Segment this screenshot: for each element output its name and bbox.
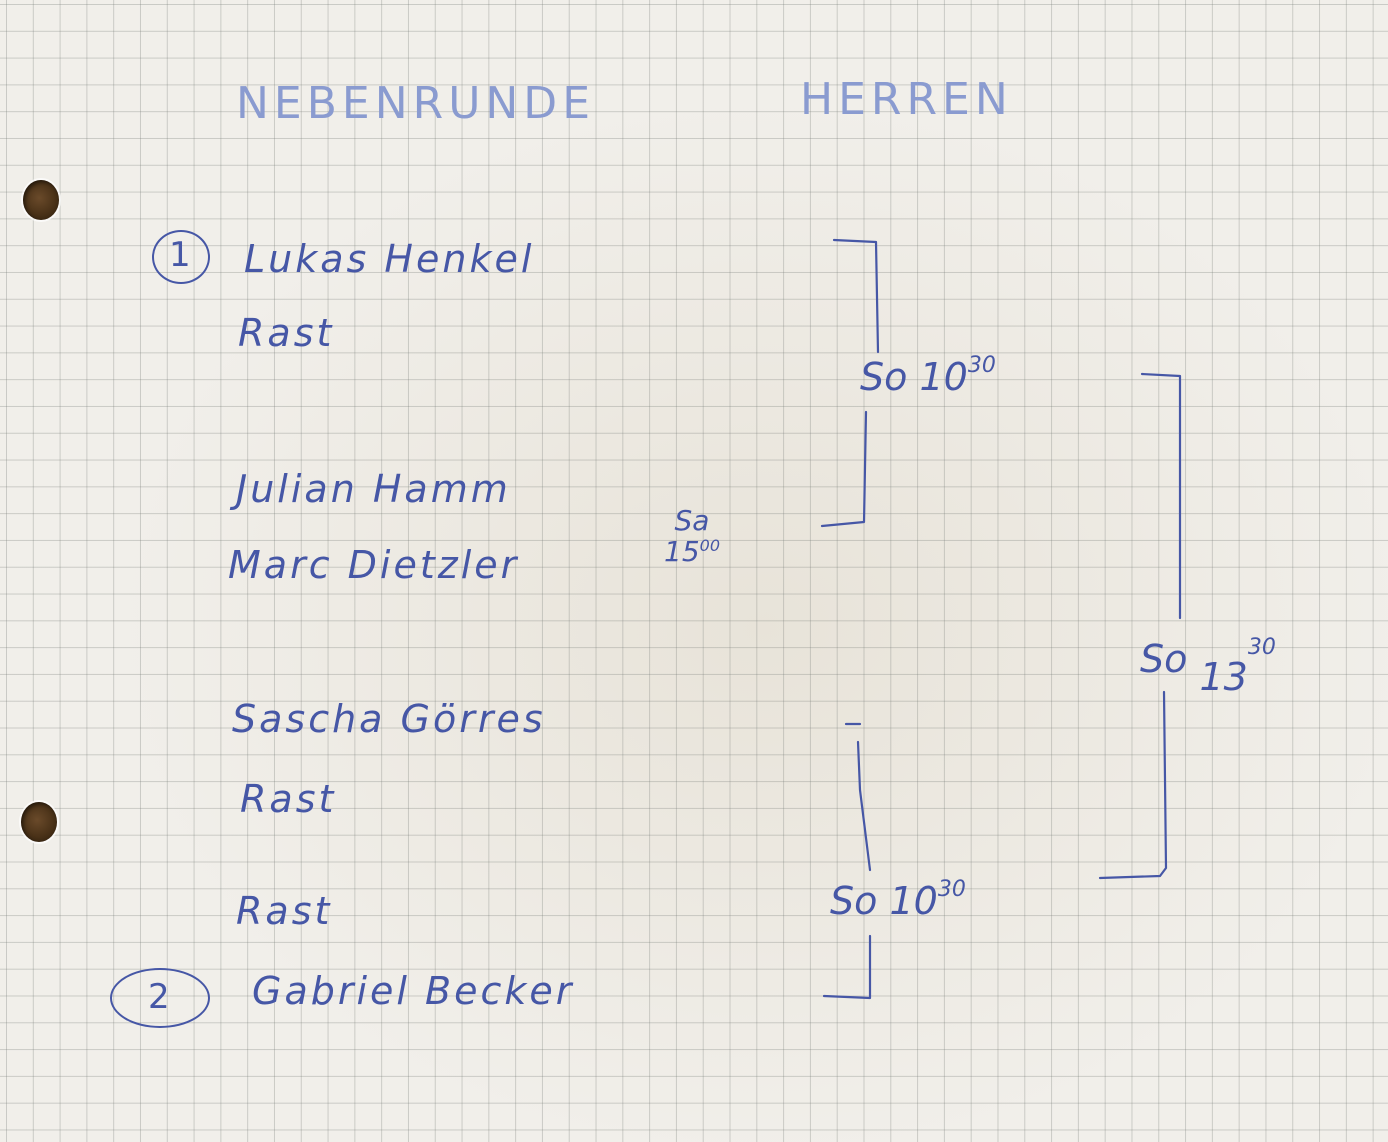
title-right: HERREN (800, 74, 1013, 125)
entry-marc-dietzler: Marc Dietzler (228, 543, 520, 587)
entry-julian-hamm: Julian Hamm (236, 467, 511, 511)
entry-rast-1: Rast (238, 311, 335, 355)
time-so-final-minute: 30 (1247, 635, 1276, 660)
time-so-final-day: So (1140, 637, 1188, 681)
time-sa-day: Sa (674, 504, 710, 537)
seed-number-2: 2 (148, 977, 170, 1017)
time-so-1030-top: So 1030 (860, 355, 996, 399)
time-so-bottom-minute: 30 (937, 877, 966, 902)
bracket-a-lower (820, 410, 868, 528)
seed-number-1: 1 (169, 235, 191, 275)
bracket-a-upper (832, 238, 880, 354)
seed-circle-1 (152, 230, 210, 284)
title-left: NEBENRUNDE (236, 78, 595, 129)
time-sa-minute: 00 (699, 535, 720, 555)
time-so-top-hour: 10 (919, 355, 968, 399)
time-so-top-minute: 30 (967, 353, 996, 378)
entry-lukas-henkel: Lukas Henkel (244, 237, 535, 281)
punch-hole-top (23, 180, 59, 220)
time-sa-hour: 15 (664, 534, 700, 568)
entry-gabriel-becker: Gabriel Becker (252, 969, 575, 1013)
time-so-1330-final: So 1330 (1140, 637, 1276, 697)
seed-circle-2 (110, 968, 210, 1028)
entry-rast-3: Rast (236, 889, 333, 933)
entry-rast-2: Rast (240, 777, 337, 821)
bracket-final-lower (1098, 690, 1168, 880)
time-sa-clock: 1500 (664, 534, 720, 568)
time-so-bottom-hour: 10 (889, 879, 938, 923)
bracket-b-mid (856, 740, 872, 872)
punch-hole-bottom (21, 802, 57, 842)
time-so-final-hour: 13 (1199, 655, 1248, 699)
entry-sascha-goerres: Sascha Görres (232, 697, 546, 741)
bracket-final-upper (1140, 372, 1182, 620)
time-so-bottom-day: So (830, 879, 878, 923)
time-so-1030-bottom: So 1030 (830, 879, 966, 923)
bracket-b-lower (822, 934, 872, 1000)
time-so-top-day: So (860, 355, 908, 399)
time-sa-1500: Sa 1500 (664, 504, 720, 568)
